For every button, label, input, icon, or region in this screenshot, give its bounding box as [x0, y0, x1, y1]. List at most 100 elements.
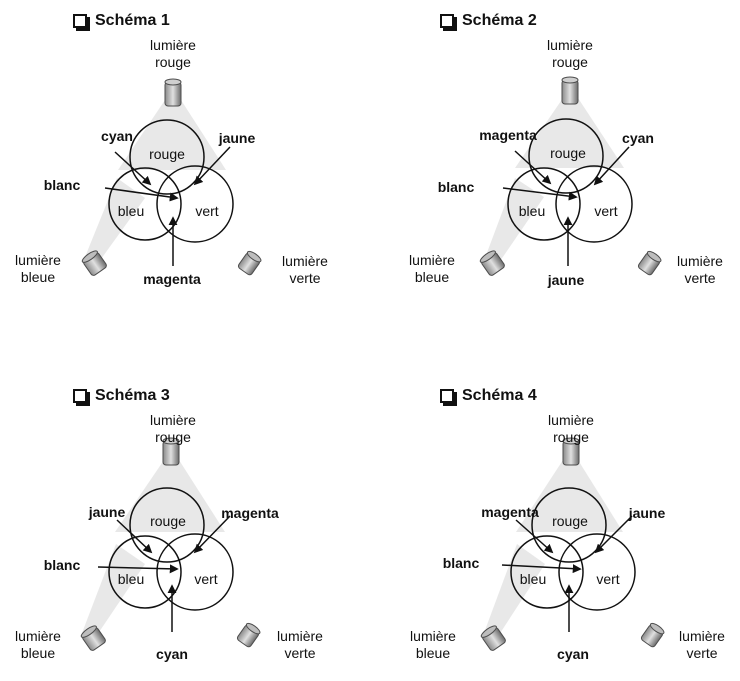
- circle-label-blue: bleu: [117, 203, 145, 219]
- arrow-left: [104, 187, 179, 202]
- green-circle: [555, 165, 633, 243]
- mixture-label-top-right: magenta: [221, 505, 279, 521]
- red-light-beam: [515, 98, 624, 168]
- mixture-label-top-left: jaune: [88, 504, 126, 520]
- red-light-label-line-1: lumière: [547, 37, 593, 53]
- schema-title-row-3: Schéma 3: [73, 385, 170, 407]
- mixture-label-bottom: magenta: [143, 271, 201, 287]
- red-circle: [129, 487, 205, 563]
- green-light-label-line-1: lumière: [677, 253, 723, 269]
- green-light-label-line-1: lumière: [679, 628, 725, 644]
- green-circle: [156, 533, 234, 611]
- blue-light-beam: [85, 178, 145, 266]
- green-light-label-line-2: verte: [686, 645, 718, 661]
- red-light-beam: [115, 460, 225, 532]
- blue-spotlight-icon: [80, 625, 106, 651]
- schema-diagram-1: [81, 78, 262, 276]
- schema-title-row-1: Schéma 1: [73, 10, 170, 32]
- green-spotlight-icon: [237, 250, 262, 276]
- mixture-label-left: blanc: [43, 557, 81, 573]
- green-spotlight-icon: [637, 250, 662, 276]
- schema-panel-1: Schéma 1 lumière rouge lumière bleue lum…: [0, 0, 370, 340]
- schema-title: Schéma 4: [462, 387, 537, 404]
- green-light-label-line-2: verte: [284, 645, 316, 661]
- schema-title: Schéma 3: [95, 387, 170, 404]
- arrow-top-right: [193, 515, 231, 554]
- schema-diagram-2: [479, 76, 662, 276]
- red-light-label-line-2: rouge: [155, 429, 191, 445]
- schema-panel-3: Schéma 3 lumière rouge lumière bleue lum…: [0, 340, 370, 680]
- arrow-top-left: [114, 151, 152, 186]
- red-circle: [528, 118, 604, 194]
- blue-circle: [510, 535, 584, 609]
- blue-light-label-line-1: lumière: [15, 628, 61, 644]
- mixture-label-top-left: cyan: [101, 128, 133, 144]
- red-light-label-line-2: rouge: [552, 54, 588, 70]
- blue-circle: [507, 167, 581, 241]
- schema-panel-4: Schéma 4 lumière rouge lumière bleue lum…: [370, 340, 740, 680]
- mixture-label-top-right: jaune: [218, 130, 256, 146]
- blue-circle: [108, 167, 182, 241]
- red-light-label-line-1: lumière: [548, 412, 594, 428]
- schema-title-row-4: Schéma 4: [440, 385, 537, 407]
- circle-label-green: vert: [194, 571, 218, 587]
- red-light-label-line-1: lumière: [150, 37, 196, 53]
- red-light-label-line-2: rouge: [553, 429, 589, 445]
- mixture-label-top-left: magenta: [481, 504, 539, 520]
- arrow-top-left: [515, 519, 554, 554]
- blue-light-label-line-1: lumière: [410, 628, 456, 644]
- blue-light-label-line-1: lumière: [409, 252, 455, 268]
- circle-label-blue: bleu: [117, 571, 145, 587]
- mixture-label-left: blanc: [442, 555, 480, 571]
- mixture-label-bottom: cyan: [557, 646, 589, 662]
- blue-light-label-line-2: bleue: [414, 269, 450, 285]
- blue-light-label-line-2: bleue: [20, 645, 56, 661]
- green-light-label-line-1: lumière: [282, 253, 328, 269]
- checkbox-icon: [440, 14, 457, 31]
- red-light-label-line-1: lumière: [150, 412, 196, 428]
- circle-label-green: vert: [195, 203, 219, 219]
- mixture-label-bottom: cyan: [156, 646, 188, 662]
- circle-label-blue: bleu: [519, 571, 547, 587]
- arrow-top-left: [514, 150, 552, 185]
- green-spotlight-icon: [640, 622, 665, 648]
- arrow-left: [502, 187, 578, 201]
- blue-spotlight-icon: [81, 250, 107, 276]
- green-spotlight-icon: [236, 622, 261, 648]
- circle-label-red: rouge: [550, 145, 586, 161]
- schema-diagram-3: [80, 437, 261, 651]
- green-light-label-line-2: verte: [289, 270, 321, 286]
- circle-label-red: rouge: [149, 146, 185, 162]
- circle-label-green: vert: [596, 571, 620, 587]
- circle-label-red: rouge: [552, 513, 588, 529]
- red-circle: [129, 119, 205, 195]
- red-circle: [531, 487, 607, 563]
- circle-label-green: vert: [594, 203, 618, 219]
- green-circle: [558, 533, 636, 611]
- schema-panel-2: Schéma 2 lumière rouge lumière bleue lum…: [370, 0, 740, 340]
- blue-light-beam: [485, 178, 544, 267]
- checkbox-icon: [73, 14, 90, 31]
- red-light-label-line-2: rouge: [155, 54, 191, 70]
- circle-label-blue: bleu: [518, 203, 546, 219]
- mixture-label-top-right: cyan: [622, 130, 654, 146]
- mixture-label-left: blanc: [437, 179, 475, 195]
- schema-title: Schéma 1: [95, 12, 170, 29]
- circle-label-red: rouge: [150, 513, 186, 529]
- red-spotlight-icon: [562, 437, 580, 466]
- blue-circle: [108, 535, 182, 609]
- mixture-label-bottom: jaune: [547, 272, 585, 288]
- arrow-top-right: [593, 146, 630, 186]
- arrow-top-right: [193, 146, 231, 186]
- arrow-top-right: [594, 515, 633, 554]
- schema-title-row-2: Schéma 2: [440, 10, 537, 32]
- checkbox-icon: [440, 389, 457, 406]
- red-light-beam: [516, 460, 623, 532]
- mixture-label-top-left: magenta: [479, 127, 537, 143]
- red-spotlight-icon: [162, 437, 180, 466]
- blue-light-label-line-2: bleue: [20, 269, 56, 285]
- mixture-label-top-right: jaune: [628, 505, 666, 521]
- schema-diagram-4: [480, 437, 665, 651]
- red-light-beam: [118, 100, 226, 170]
